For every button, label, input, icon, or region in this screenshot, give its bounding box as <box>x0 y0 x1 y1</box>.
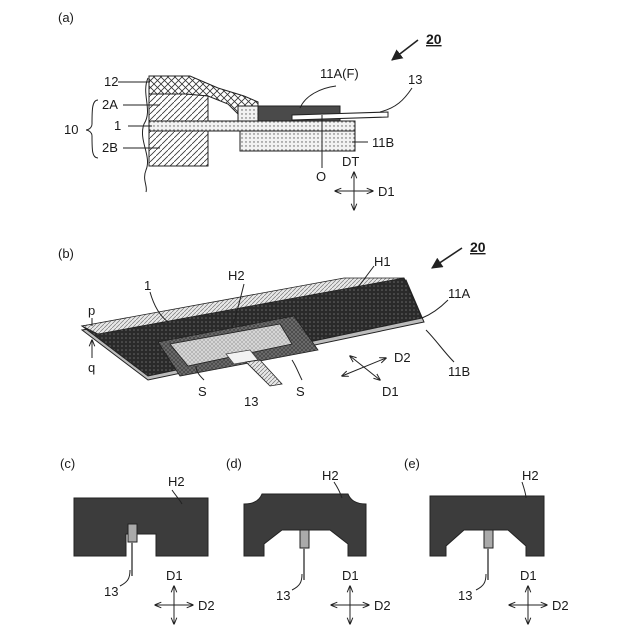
leader-11a <box>422 300 448 318</box>
label-p: p <box>88 303 95 318</box>
label-d1-c: D1 <box>166 568 183 583</box>
lead-13-d <box>300 530 309 548</box>
ref-arrow-a <box>392 40 418 60</box>
panel-e-label: (e) <box>404 456 420 471</box>
label-11af: 11A(F) <box>320 66 359 81</box>
ref-number-20-b: 20 <box>470 239 486 255</box>
panel-d-label: (d) <box>226 456 242 471</box>
label-1-b: 1 <box>144 278 151 293</box>
label-d1-d: D1 <box>342 568 359 583</box>
direction-cross-b <box>342 356 386 380</box>
label-2a: 2A <box>102 97 118 112</box>
label-q: q <box>88 360 95 375</box>
label-o: O <box>316 169 326 184</box>
leader-s-right <box>292 360 302 380</box>
film-11b <box>240 131 355 151</box>
member-2a <box>149 94 208 121</box>
lead-13-c <box>128 524 137 542</box>
panel-b-label: (b) <box>58 246 74 261</box>
lead-13-e <box>484 530 493 548</box>
filler-block <box>238 106 258 121</box>
leader-13-e <box>476 574 486 590</box>
leader-13-d <box>292 574 302 590</box>
leader-13 <box>380 88 412 112</box>
label-13-b: 13 <box>244 394 258 409</box>
panel-b: (b) 20 1 H2 H1 11A 11B p <box>58 239 486 409</box>
ref-number-20-a: 20 <box>426 31 442 47</box>
label-d1-b: D1 <box>382 384 399 399</box>
panel-d: (d) H2 13 D1 D2 <box>226 456 391 624</box>
panel-a-label: (a) <box>58 10 74 25</box>
direction-cross-e <box>509 586 547 624</box>
label-h2-c: H2 <box>168 474 185 489</box>
section-break-line <box>142 78 148 192</box>
ref-arrow-b <box>432 248 462 268</box>
label-h2-e: H2 <box>522 468 539 483</box>
lead-13-b <box>246 360 282 386</box>
label-h2-d: H2 <box>322 468 339 483</box>
label-13-c: 13 <box>104 584 118 599</box>
label-2b: 2B <box>102 140 118 155</box>
label-11a-b: 11A <box>448 286 470 301</box>
h2-shape-c <box>74 498 208 556</box>
plate-1 <box>149 121 355 131</box>
label-h2-b: H2 <box>228 268 245 283</box>
label-d2-e: D2 <box>552 598 569 613</box>
brace-10 <box>86 100 98 158</box>
direction-cross-c <box>155 586 193 624</box>
label-s-left: S <box>198 384 207 399</box>
label-13-a: 13 <box>408 72 422 87</box>
label-13-e: 13 <box>458 588 472 603</box>
label-10: 10 <box>64 122 78 137</box>
leader-11b-b <box>426 330 454 362</box>
label-d2-c: D2 <box>198 598 215 613</box>
leader-11af <box>300 86 336 108</box>
label-11b-a: 11B <box>372 135 394 150</box>
direction-cross-a <box>335 172 373 210</box>
label-d1-a: D1 <box>378 184 395 199</box>
label-13-d: 13 <box>276 588 290 603</box>
label-d1-e: D1 <box>520 568 537 583</box>
label-h1: H1 <box>374 254 391 269</box>
label-dt: DT <box>342 154 359 169</box>
direction-cross-d <box>331 586 369 624</box>
label-12: 12 <box>104 74 118 89</box>
leader-13-c <box>120 570 130 586</box>
label-11b-b: 11B <box>448 364 470 379</box>
label-1: 1 <box>114 118 121 133</box>
panel-e: (e) H2 13 D1 D2 <box>404 456 569 624</box>
label-s-right: S <box>296 384 305 399</box>
label-d2-d: D2 <box>374 598 391 613</box>
panel-a: (a) 20 12 <box>58 10 442 210</box>
panel-c: (c) H2 13 D1 D2 <box>60 456 215 624</box>
panel-c-label: (c) <box>60 456 75 471</box>
label-d2-b: D2 <box>394 350 411 365</box>
